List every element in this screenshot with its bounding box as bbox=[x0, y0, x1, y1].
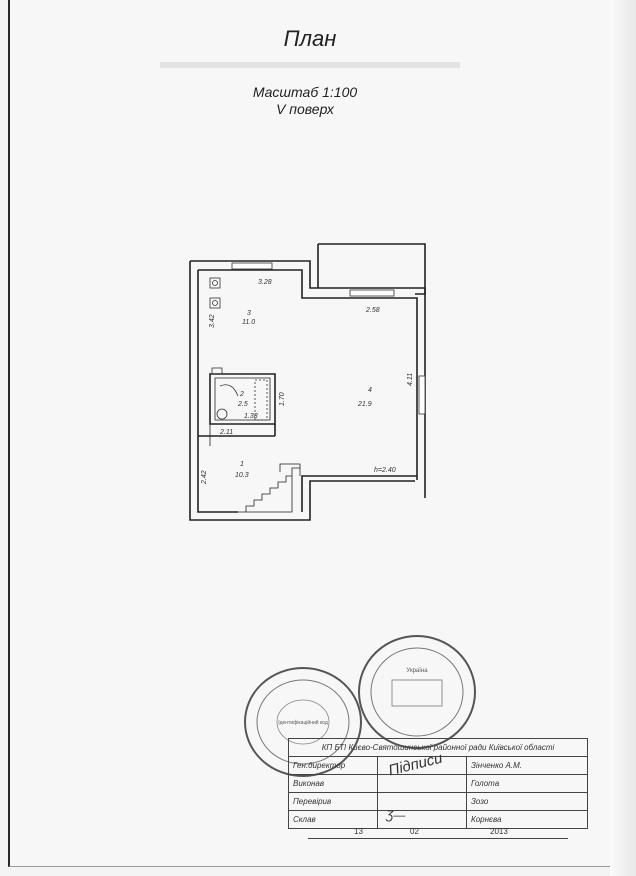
floor-label: V поверх bbox=[276, 101, 334, 117]
role-cell: Ген.директор bbox=[288, 756, 378, 775]
role-cell: Перевірив bbox=[288, 792, 378, 811]
dimension-label: 1.38 bbox=[244, 413, 258, 420]
floor-plan-drawing: 3 11.0 4 21.9 2 2.5 1 10.3 3.28 2.58 3.4… bbox=[189, 243, 426, 521]
date-year: 2013 bbox=[490, 827, 508, 836]
title-underline bbox=[160, 62, 460, 68]
seal-text: Ідентифікаційний код bbox=[278, 719, 328, 726]
dimension-label: 1.70 bbox=[279, 392, 286, 406]
dimension-label: 3.42 bbox=[209, 314, 216, 328]
room-number: 4 bbox=[368, 387, 372, 394]
signature-table: КП БТІ Києво-Святошинської районної ради… bbox=[288, 738, 588, 829]
date-month: 02 bbox=[410, 827, 419, 836]
room-number: 3 bbox=[247, 310, 251, 317]
handwritten-signature: Ʒ— bbox=[386, 808, 406, 822]
room-area: 21.9 bbox=[357, 401, 372, 408]
dimension-label: 4.11 bbox=[407, 373, 414, 386]
scale-label: Масштаб 1:100 bbox=[252, 84, 358, 100]
room-area: 11.0 bbox=[242, 319, 255, 326]
scan-margin bbox=[610, 0, 636, 876]
role-cell: Виконав bbox=[288, 774, 378, 793]
name-cell: Зінченко А.М. bbox=[466, 756, 588, 775]
table-row: Склав Корнєва bbox=[288, 810, 588, 829]
table-row: Ген.директор Зінченко А.М. bbox=[288, 756, 588, 775]
dimension-label: 2.11 bbox=[219, 429, 233, 436]
name-cell: Голота bbox=[466, 774, 588, 793]
right-seal-stamp: Україна bbox=[358, 635, 476, 749]
table-row: Перевірив Зозо bbox=[288, 792, 588, 811]
page-title: План bbox=[283, 26, 337, 51]
room-area: 10.3 bbox=[235, 472, 249, 479]
dimension-label: 2.58 bbox=[365, 307, 380, 314]
dimension-label: 2.42 bbox=[201, 470, 208, 485]
dimension-label: 3.28 bbox=[258, 279, 272, 286]
room-area: 2.5 bbox=[237, 401, 248, 408]
role-cell: Склав bbox=[288, 810, 378, 829]
date-row: 13 02 2013 bbox=[288, 825, 588, 839]
level-mark: h=2.40 bbox=[374, 467, 396, 474]
seal-text: Україна bbox=[406, 668, 428, 674]
date-day: 13 bbox=[354, 827, 363, 836]
name-cell: Зозо bbox=[466, 792, 588, 811]
date-underline bbox=[308, 838, 568, 839]
table-row: Виконав Голота bbox=[288, 774, 588, 793]
document-sheet: План Масштаб 1:100 V поверх bbox=[8, 0, 611, 867]
room-number: 1 bbox=[240, 461, 244, 468]
room-number: 2 bbox=[239, 391, 244, 398]
name-cell: Корнєва bbox=[466, 810, 588, 829]
